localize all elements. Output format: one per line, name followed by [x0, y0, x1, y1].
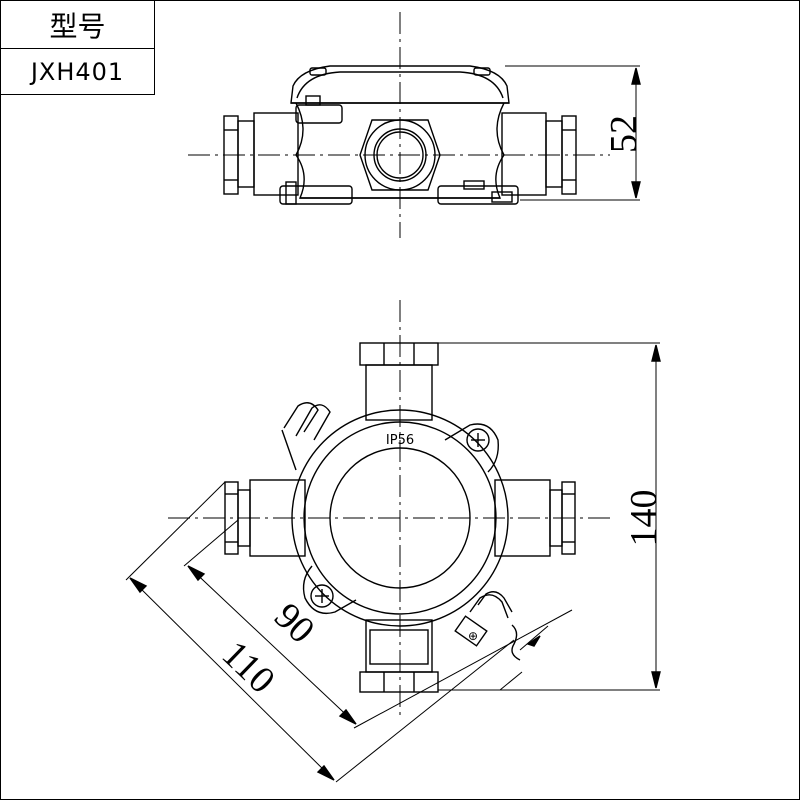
top-right-gland	[501, 112, 577, 196]
title-label: 型号	[1, 1, 154, 49]
front-right-gland	[494, 479, 576, 557]
ip-rating-label: IP56	[386, 433, 414, 448]
top-gland	[359, 119, 441, 191]
title-block: 型号 JXH401	[1, 1, 155, 95]
top-left-gland	[223, 112, 299, 196]
front-bottom-gland	[359, 619, 439, 693]
top-view	[188, 12, 641, 238]
front-left-gland	[224, 479, 306, 557]
dimension-110: 110	[214, 633, 283, 702]
front-view: ⊕	[125, 300, 661, 783]
dimension-140: 140	[623, 490, 665, 547]
dimension-52: 52	[603, 115, 645, 153]
front-top-gland	[359, 342, 439, 421]
svg-text:⊕: ⊕	[468, 629, 478, 643]
model-number: JXH401	[30, 58, 125, 86]
